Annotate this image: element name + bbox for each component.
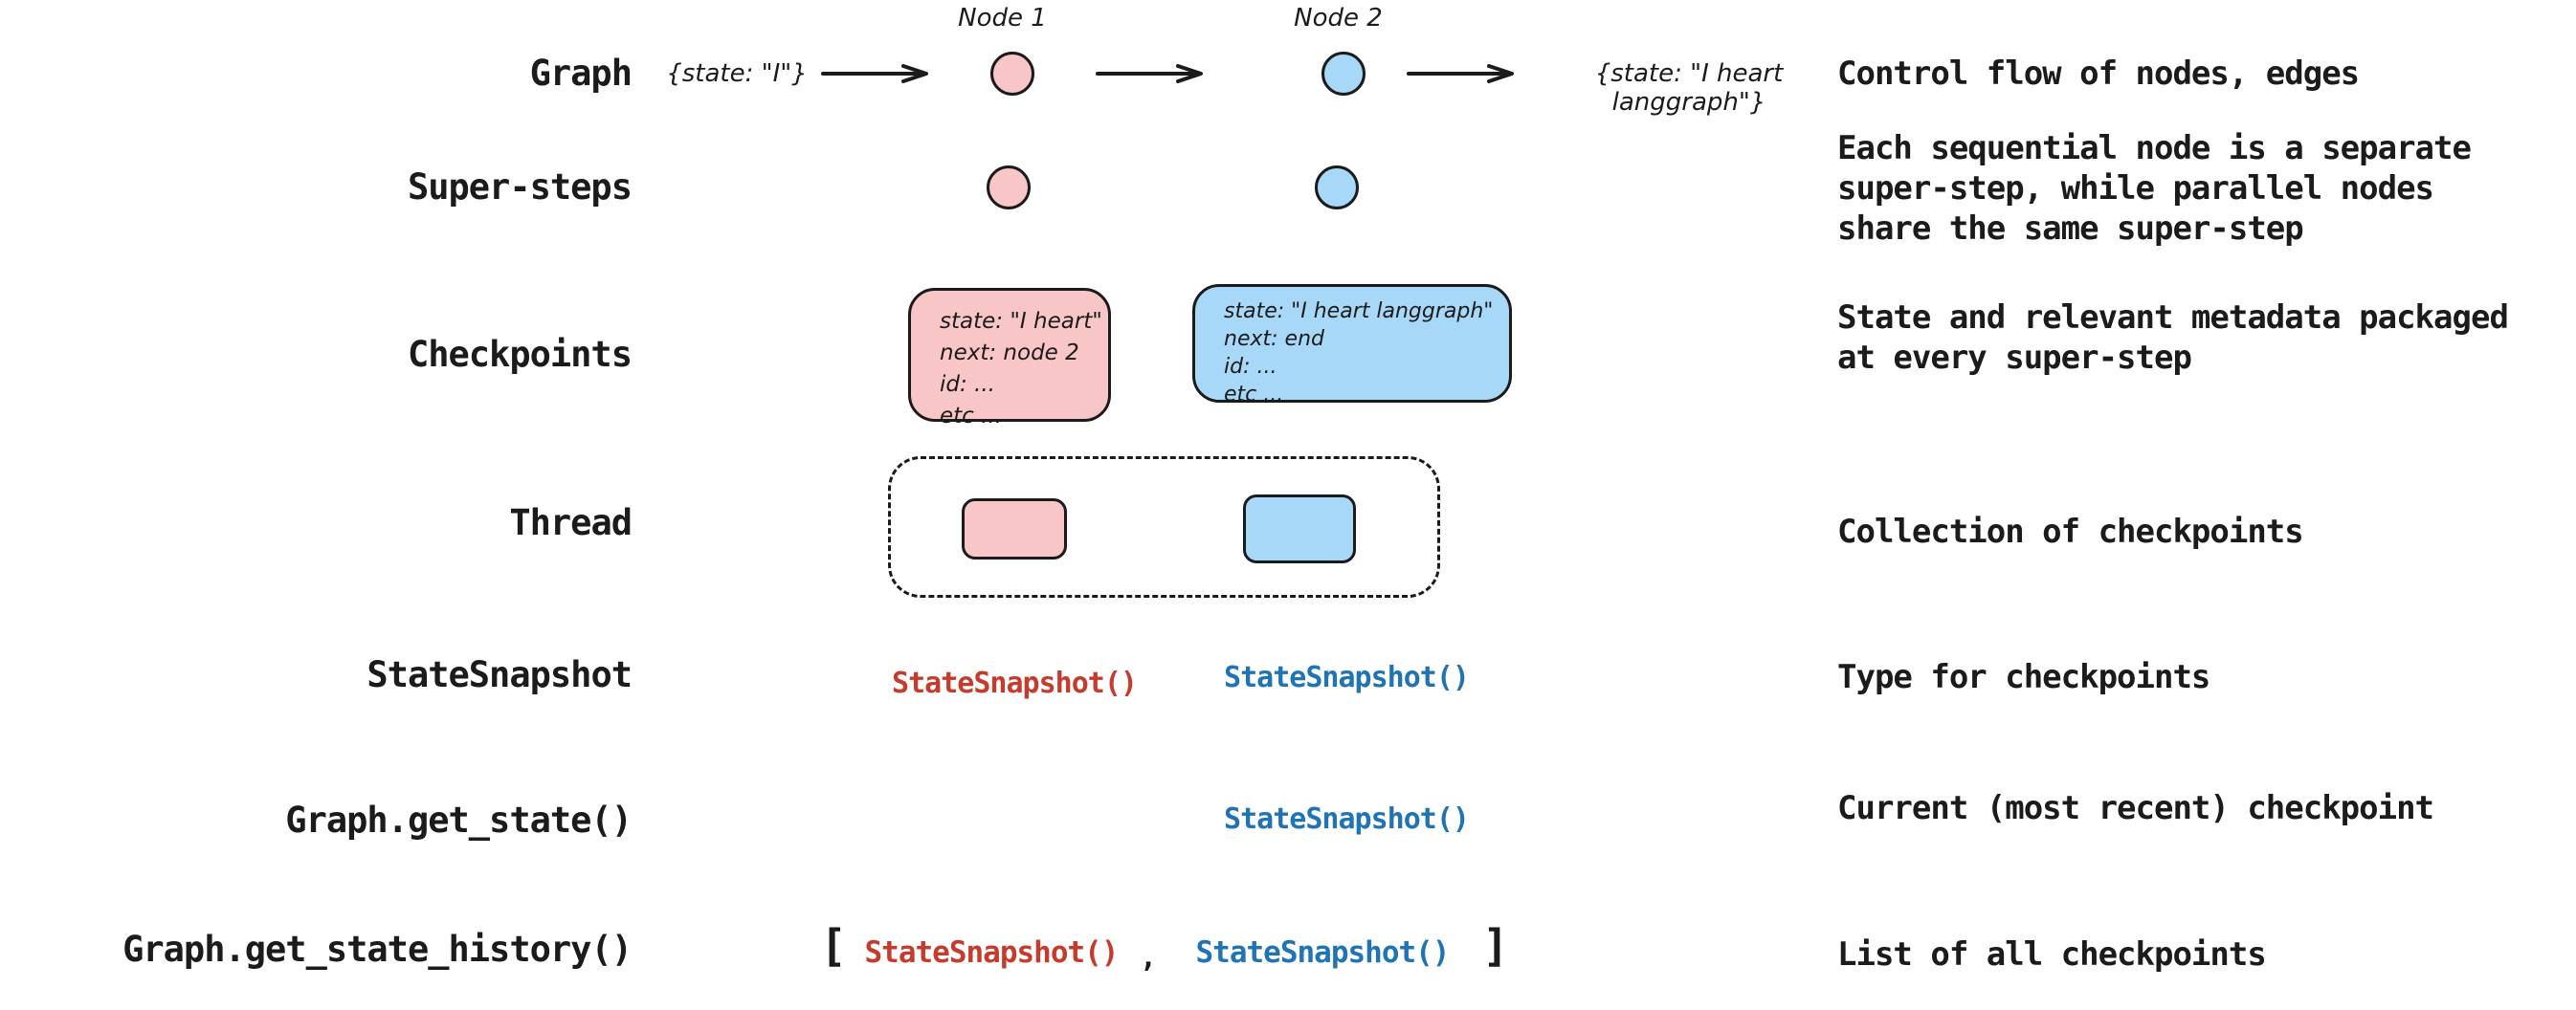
node1-circle: [990, 52, 1034, 96]
thread-dashed-box: [888, 456, 1440, 598]
desc-checkpoints: State and relevant metadata packaged at …: [1837, 298, 2509, 377]
row-label-checkpoints: Checkpoints: [407, 334, 633, 375]
history-close-bracket: ]: [1482, 920, 1509, 972]
history-open-bracket: [: [820, 920, 847, 972]
thread-pink-checkpoint: [962, 498, 1067, 560]
desc-thread: Collection of checkpoints: [1837, 513, 2304, 551]
row-label-get-state-history: Graph.get_state_history(): [122, 929, 633, 970]
history-blue-code: StateSnapshot(): [1195, 935, 1451, 970]
checkpoint-pink-box: state: "I heart" next: node 2 id: ... et…: [908, 288, 1111, 428]
arrow-right-icon: [1096, 64, 1203, 83]
desc-get-state: Current (most recent) checkpoint: [1837, 789, 2434, 827]
super-step-2-circle: [1315, 165, 1359, 209]
row-label-graph: Graph: [529, 53, 633, 94]
history-comma: ,: [1139, 941, 1158, 975]
checkpoint-blue-box: state: "I heart langgraph" next: end id:…: [1192, 284, 1512, 406]
row-label-thread: Thread: [509, 502, 633, 543]
row-label-get-state: Graph.get_state(): [285, 800, 633, 841]
input-state-annotation: {state: "I"}: [666, 59, 808, 88]
desc-state-snapshot: Type for checkpoints: [1837, 658, 2210, 696]
node2-circle: [1321, 52, 1366, 96]
state-snapshot-red-code: StateSnapshot(): [892, 667, 1138, 700]
thread-blue-checkpoint: [1243, 494, 1356, 563]
row-label-state-snapshot: StateSnapshot: [366, 654, 633, 695]
state-snapshot-blue-code: StateSnapshot(): [1224, 661, 1470, 694]
desc-super-steps: Each sequential node is a separate super…: [1837, 129, 2472, 248]
get-state-blue-code: StateSnapshot(): [1224, 802, 1470, 836]
arrow-right-icon: [1407, 64, 1514, 83]
history-red-code: StateSnapshot(): [864, 935, 1120, 970]
output-state-annotation: {state: "I heart langgraph"}: [1594, 59, 1784, 117]
super-step-1-circle: [987, 165, 1031, 209]
arrow-right-icon: [821, 64, 928, 83]
node1-label: Node 1: [958, 4, 1047, 33]
desc-graph: Control flow of nodes, edges: [1837, 55, 2360, 93]
row-label-super-steps: Super-steps: [407, 166, 633, 208]
desc-get-state-history: List of all checkpoints: [1837, 935, 2267, 974]
node2-label: Node 2: [1294, 4, 1383, 33]
